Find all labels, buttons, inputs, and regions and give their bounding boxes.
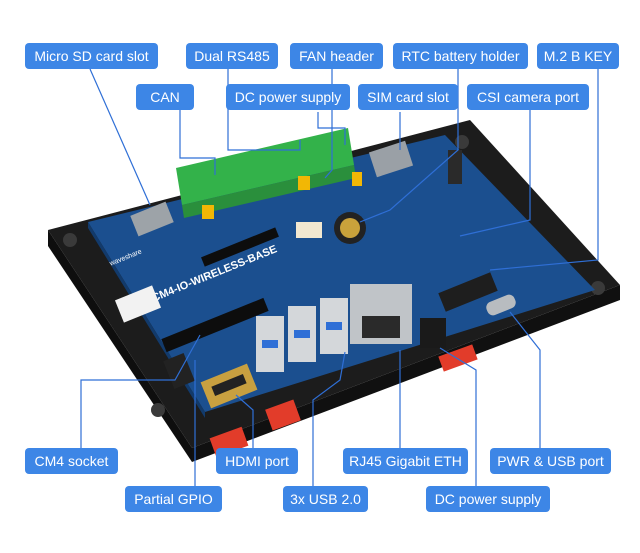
jumper <box>352 172 362 186</box>
micro-sd-slot <box>130 201 174 237</box>
label-rj45-gigabit-eth: RJ45 Gigabit ETH <box>343 448 468 474</box>
usb-a-insert <box>262 340 278 348</box>
terminal-block <box>176 128 354 205</box>
terminal-block-side <box>182 165 356 218</box>
label-dc-power-supply-bottom: DC power supply <box>426 486 550 512</box>
mount-hole <box>151 403 165 417</box>
csi-connector <box>448 150 462 184</box>
fan-header <box>296 222 322 238</box>
usb-a-insert <box>326 322 342 330</box>
label-csi-camera-port: CSI camera port <box>467 84 589 110</box>
label-sticker <box>114 285 162 323</box>
label-can: CAN <box>136 84 194 110</box>
label-dual-rs485: Dual RS485 <box>186 43 278 69</box>
label-pwr-usb-port: PWR & USB port <box>490 448 611 474</box>
mount-hole <box>63 233 77 247</box>
label-sim-card-slot: SIM card slot <box>358 84 458 110</box>
din-clip-left <box>265 399 301 431</box>
label-3x-usb-2: 3x USB 2.0 <box>283 486 368 512</box>
rtc-battery-cell <box>340 218 360 238</box>
label-rtc-battery-holder: RTC battery holder <box>393 43 528 69</box>
jumper <box>202 205 214 219</box>
hdmi-opening <box>211 373 247 397</box>
label-fan-header: FAN header <box>290 43 383 69</box>
label-cm4-socket: CM4 socket <box>25 448 118 474</box>
rj45-opening <box>362 316 400 338</box>
label-partial-gpio: Partial GPIO <box>125 486 222 512</box>
label-m2-b-key: M.2 B KEY <box>537 43 619 69</box>
mount-hole <box>591 281 605 295</box>
jumper <box>298 176 310 190</box>
usb-a-insert <box>294 330 310 338</box>
label-dc-power-supply-top: DC power supply <box>226 84 350 110</box>
mount-hole <box>455 135 469 149</box>
m2-slot <box>438 272 498 312</box>
usb-c-connector <box>486 294 516 316</box>
cm4-socket-area <box>201 227 279 267</box>
label-hdmi-port: HDMI port <box>216 448 298 474</box>
dc-jack <box>420 318 446 348</box>
label-micro-sd-slot: Micro SD card slot <box>25 43 158 69</box>
